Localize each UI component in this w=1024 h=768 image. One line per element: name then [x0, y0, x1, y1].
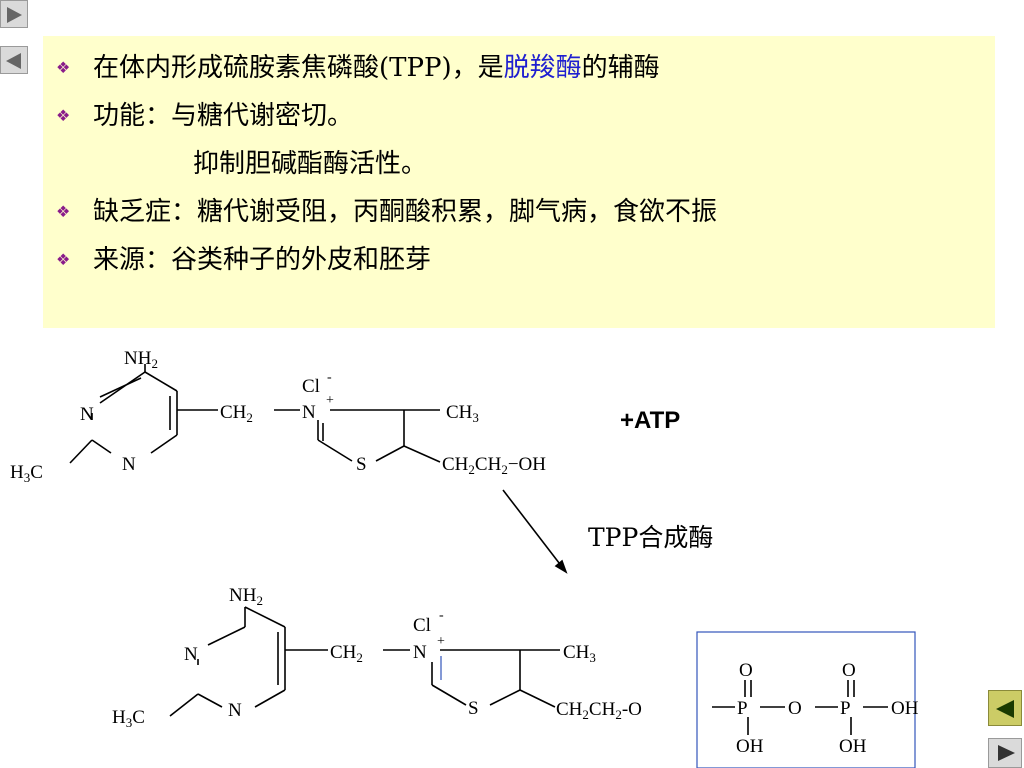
svg-text:OH: OH: [891, 698, 919, 719]
svg-text:CH2CH2−OH: CH2CH2−OH: [442, 454, 546, 477]
diamond-bullet-icon: ❖: [56, 202, 71, 221]
svg-text:N: N: [228, 700, 242, 721]
svg-text:S: S: [356, 454, 367, 475]
thiamine-structure: [69, 364, 441, 464]
enzyme-label: TPP合成酶: [588, 523, 713, 552]
svg-text:NH2: NH2: [229, 585, 263, 608]
svg-text:O: O: [788, 698, 802, 719]
play-left-icon: [6, 53, 21, 69]
svg-text:H3C: H3C: [10, 462, 43, 485]
play-right-icon: [7, 7, 22, 23]
svg-text:H3C: H3C: [112, 707, 145, 730]
previous-slide-button-bottom[interactable]: [988, 690, 1022, 726]
svg-text:N: N: [302, 402, 316, 423]
svg-text:N: N: [184, 644, 198, 665]
svg-text:CH2: CH2: [220, 402, 253, 425]
svg-text:Cl: Cl: [413, 615, 431, 636]
line1-part-c: 的辅酶: [581, 53, 660, 83]
line1-part-a: 在体内形成硫胺素焦磷酸(TPP)，是: [93, 53, 504, 83]
svg-text:+: +: [326, 393, 334, 408]
svg-text:P: P: [737, 698, 748, 719]
svg-text:-: -: [327, 370, 332, 385]
svg-text:N: N: [413, 642, 427, 663]
svg-text:CH2: CH2: [330, 642, 363, 665]
previous-slide-button[interactable]: [0, 46, 28, 74]
svg-text:CH3: CH3: [563, 642, 596, 665]
svg-text:-: -: [439, 608, 444, 623]
tpp-structure: [169, 606, 888, 735]
line-text: 在体内形成硫胺素焦磷酸(TPP)，是脱羧酶的辅酶: [93, 50, 660, 86]
svg-text:OH: OH: [736, 736, 764, 757]
line-text: 功能：与糖代谢密切。: [93, 101, 354, 131]
svg-text:NH2: NH2: [124, 348, 158, 371]
reaction-arrow: [502, 489, 568, 574]
thiamine-labels: NH2 N N H3C CH2 N + Cl - S CH3 CH2CH2−OH: [10, 348, 546, 485]
svg-text:OH: OH: [839, 736, 867, 757]
svg-text:O: O: [739, 660, 753, 681]
svg-text:O: O: [842, 660, 856, 681]
line-text: 缺乏症：糖代谢受阻，丙酮酸积累，脚气病，食欲不振: [93, 197, 718, 227]
svg-text:Cl: Cl: [302, 376, 320, 397]
diamond-bullet-icon: ❖: [56, 58, 71, 77]
svg-text:N: N: [80, 404, 94, 425]
svg-text:CH3: CH3: [446, 402, 479, 425]
tpp-labels: NH2 N N H3C CH2 N + Cl - S CH3 CH2CH2-O …: [112, 585, 919, 757]
svg-text:S: S: [468, 698, 479, 719]
diamond-bullet-icon: ❖: [56, 106, 71, 125]
next-slide-button[interactable]: [0, 0, 28, 28]
text-panel: ❖ 在体内形成硫胺素焦磷酸(TPP)，是脱羧酶的辅酶 ❖ 功能：与糖代谢密切。 …: [43, 36, 995, 328]
svg-text:N: N: [122, 454, 136, 475]
line-text: 抑制胆碱酯酶活性。: [193, 149, 428, 179]
decarboxylase-highlight: 脱羧酶: [503, 53, 582, 83]
play-left-icon: [996, 700, 1014, 718]
svg-text:CH2CH2-O: CH2CH2-O: [556, 699, 642, 722]
svg-text:P: P: [840, 698, 851, 719]
play-right-icon: [998, 745, 1015, 761]
diamond-bullet-icon: ❖: [56, 250, 71, 269]
phosphate-box: [696, 631, 916, 768]
line-text: 来源：谷类种子的外皮和胚芽: [93, 245, 432, 275]
atp-label: +ATP: [620, 407, 680, 434]
svg-text:+: +: [437, 634, 445, 649]
